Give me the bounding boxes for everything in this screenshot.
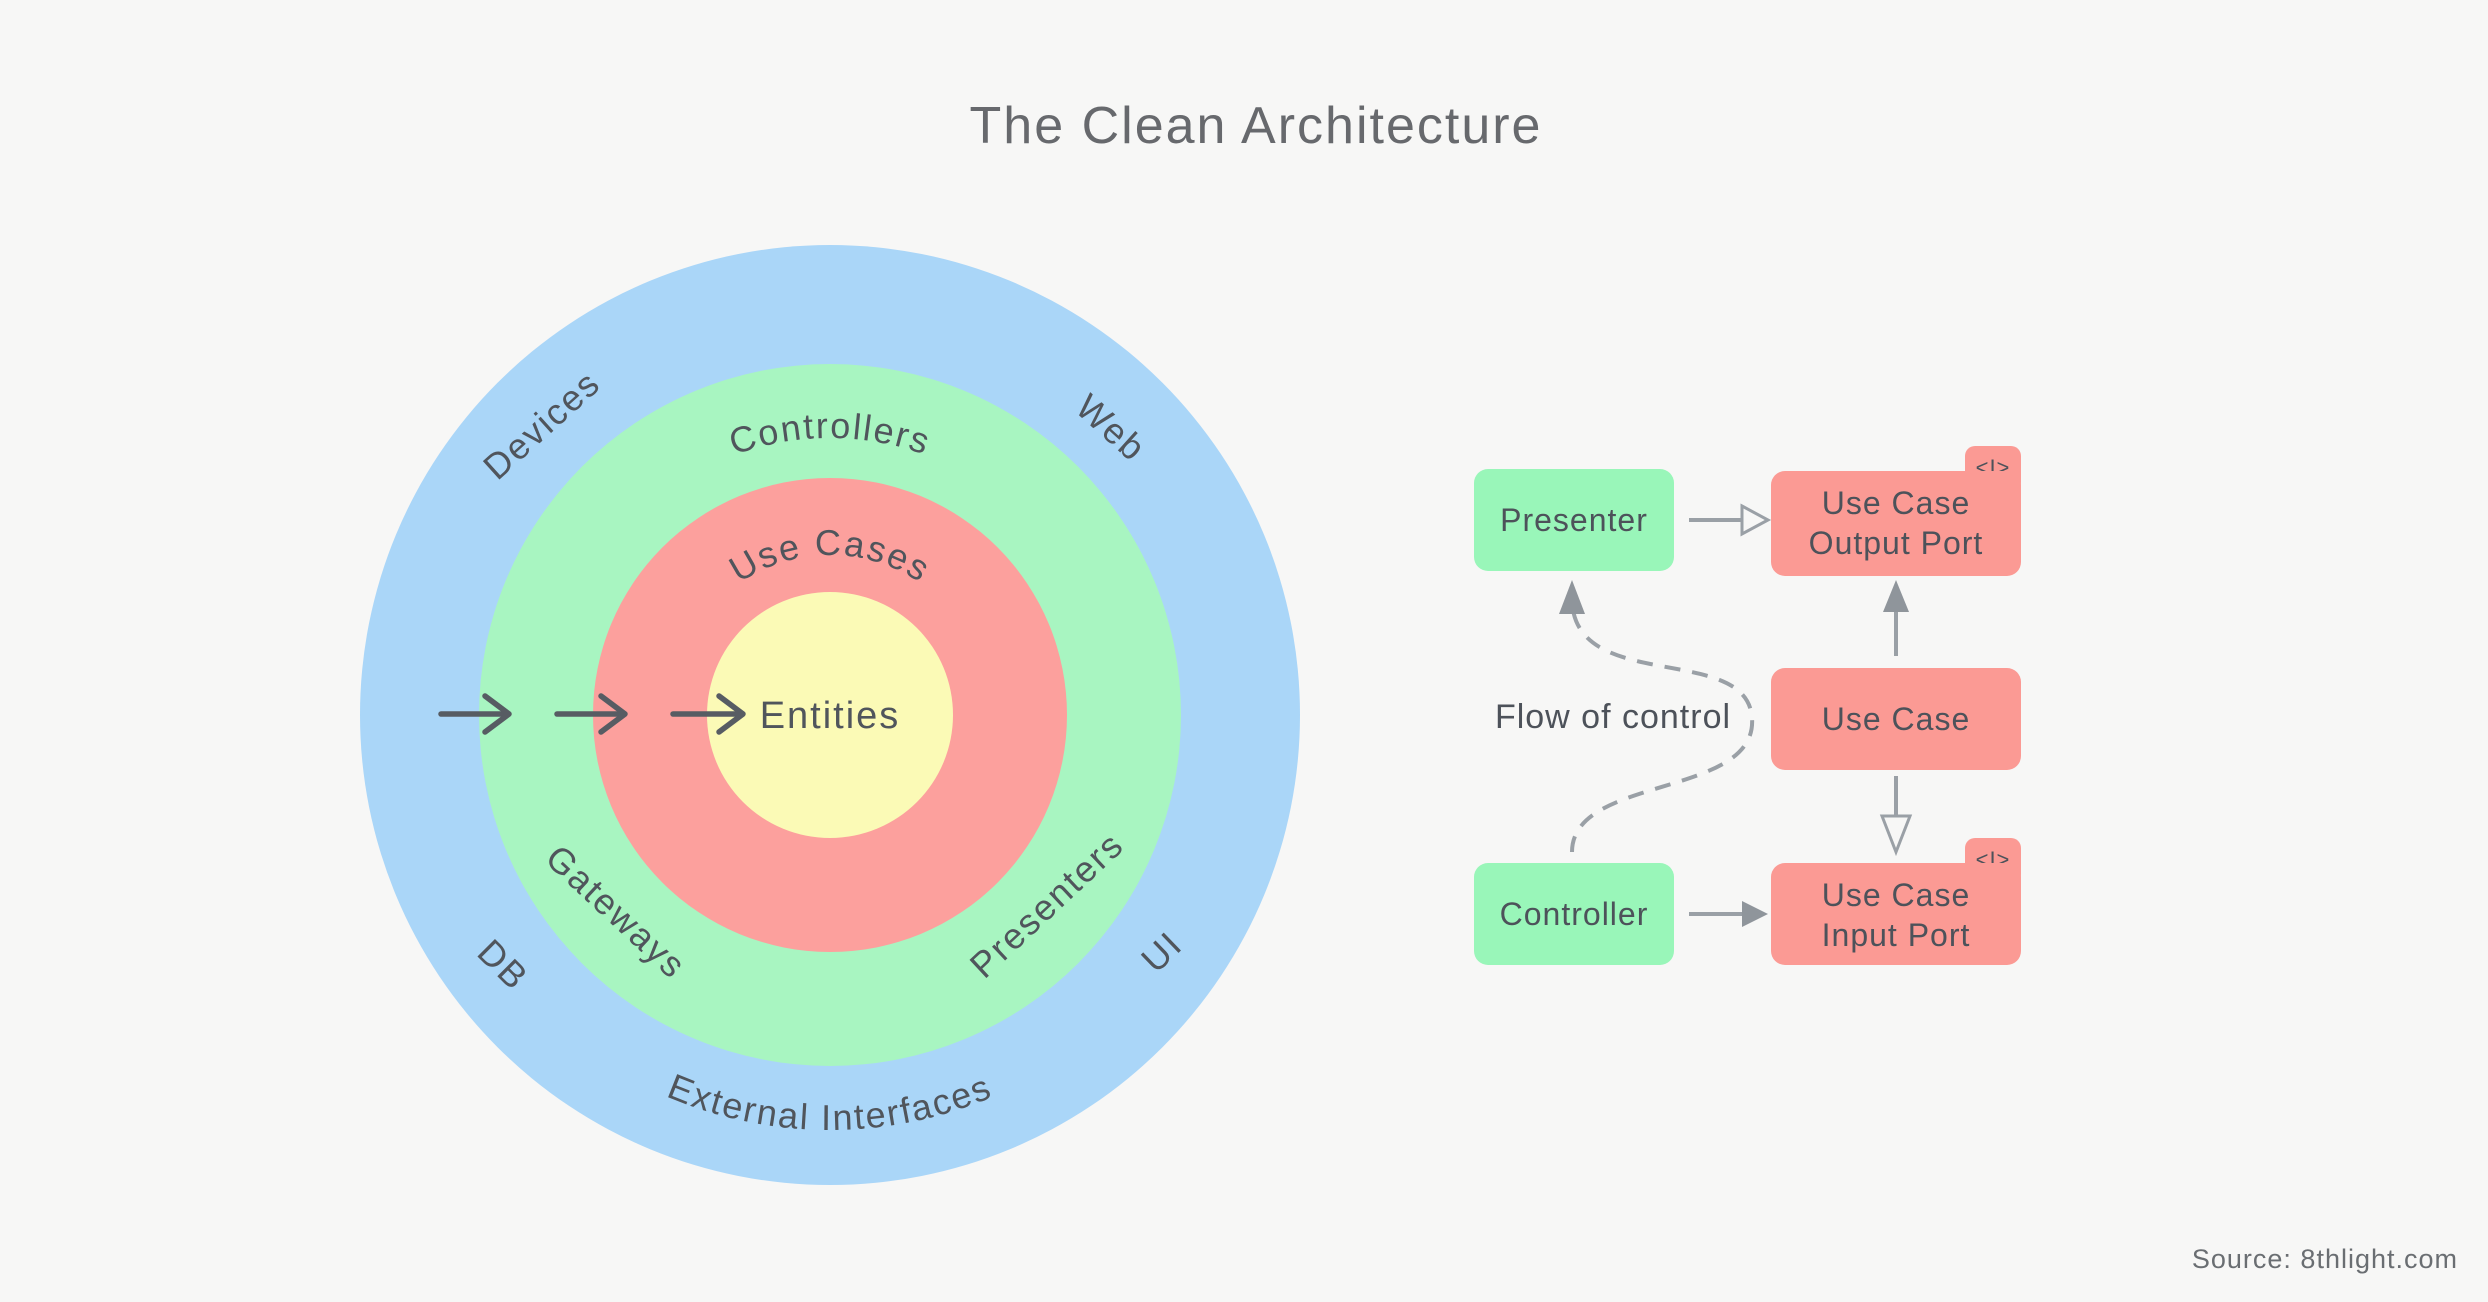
use-case-to-output-port-arrow — [1883, 580, 1909, 656]
inward-arrow-outer — [438, 693, 512, 735]
page-title: The Clean Architecture — [970, 97, 1543, 155]
dashed-flow-arrow — [1559, 580, 1755, 853]
input-port-label-line2: Input Port — [1822, 917, 1971, 953]
inward-arrow-middle — [554, 693, 628, 735]
entities-label: Entities — [760, 695, 901, 737]
use-case-output-port-box — [1771, 471, 2021, 576]
source-credit: Source: 8thlight.com — [2192, 1244, 2458, 1274]
flow-of-control-label: Flow of control — [1495, 698, 1731, 736]
use-case-to-input-port-arrow — [1879, 776, 1913, 857]
presenter-box — [1474, 469, 1674, 571]
input-port-label-line1: Use Case — [1822, 877, 1971, 913]
output-port-label-line2: Output Port — [1809, 525, 1984, 561]
presenter-to-output-port-arrow — [1689, 503, 1772, 537]
controller-box-label: Controller — [1500, 896, 1649, 932]
controller-to-input-port-arrow — [1689, 901, 1768, 927]
inward-arrow-inner — [670, 693, 746, 735]
entities-circle — [707, 592, 953, 838]
use-case-box-label: Use Case — [1822, 701, 1971, 737]
presenter-box-label: Presenter — [1500, 502, 1648, 538]
use-case-box — [1771, 668, 2021, 770]
output-port-label-line1: Use Case — [1822, 485, 1971, 521]
use-case-input-port-box — [1771, 863, 2021, 965]
controller-box — [1474, 863, 1674, 965]
